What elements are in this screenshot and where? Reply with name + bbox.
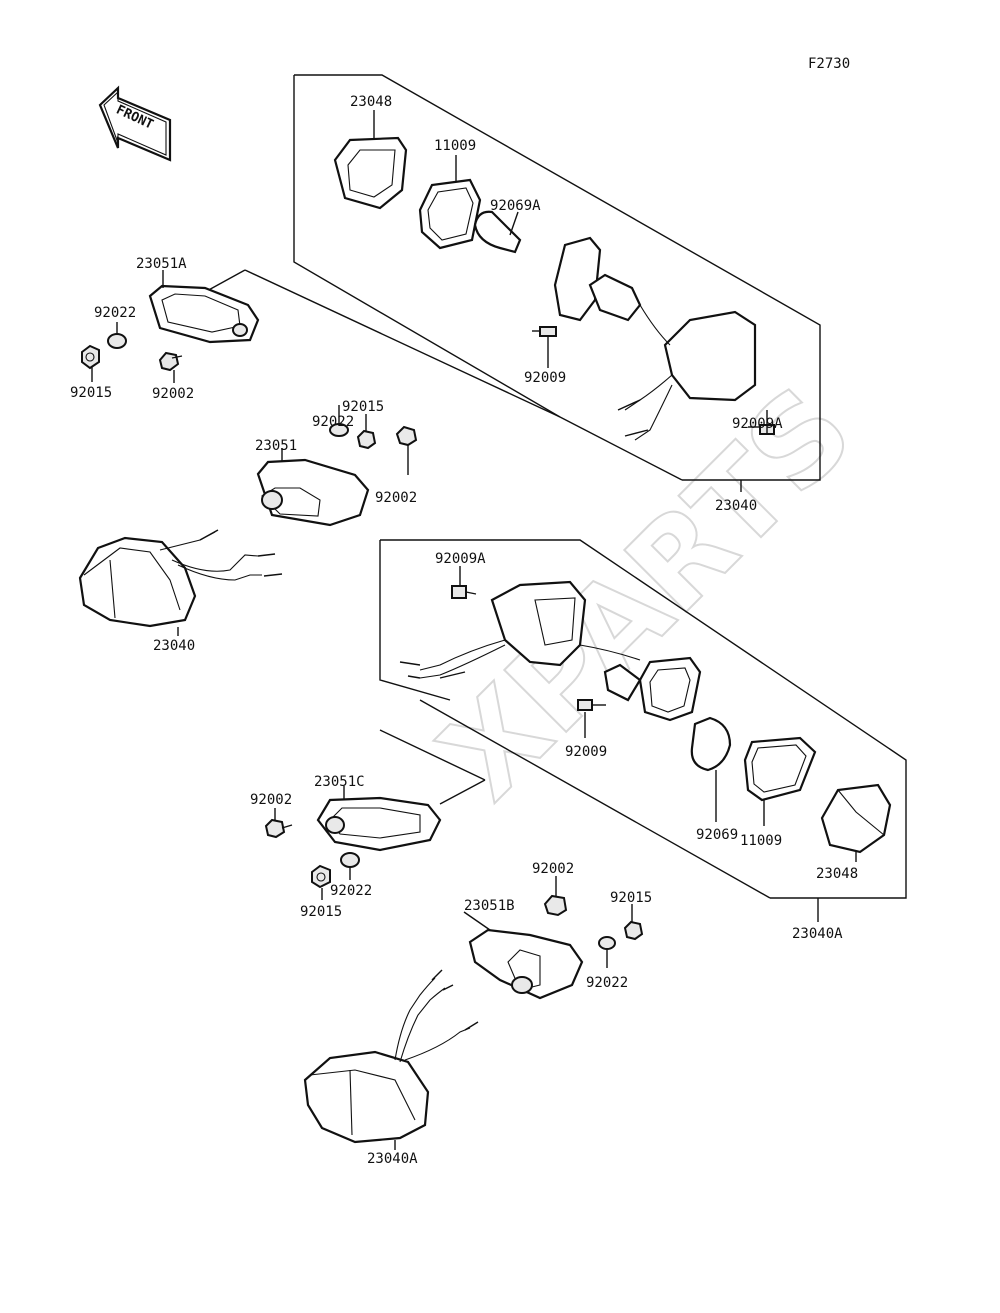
label-23040A-right: 23040A: [792, 926, 843, 942]
label-92015-bc: 92015: [610, 890, 652, 906]
screw-92009-top: [532, 326, 557, 368]
nut-92015-bc: [623, 904, 644, 941]
screw-92009-mid: [577, 699, 606, 738]
label-23051C: 23051C: [314, 774, 365, 790]
label-92022-mid: 92022: [312, 414, 354, 430]
nut-92015-lc: [311, 864, 331, 900]
label-92009A-top: 92009A: [732, 416, 783, 432]
label-11009-top: 11009: [434, 138, 476, 154]
bulb-92069: [690, 716, 732, 822]
bolt-92002-lc: [264, 808, 293, 839]
label-92009-top: 92009: [524, 370, 566, 386]
label-23048-bottom: 23048: [816, 866, 858, 882]
figure-code: F2730: [808, 56, 850, 72]
label-92015-lc: 92015: [300, 904, 342, 920]
label-92069A: 92069A: [490, 198, 541, 214]
label-92069: 92069: [696, 827, 738, 843]
nut-92015-mid: [356, 414, 377, 450]
label-23048-top: 23048: [350, 94, 392, 110]
front-arrow-icon: FRONT: [98, 85, 172, 162]
label-23040-left: 23040: [153, 638, 195, 654]
assembly-box-23040A: [379, 539, 907, 922]
plate-23051: [256, 448, 370, 527]
label-23051B: 23051B: [464, 898, 515, 914]
label-23040-top: 23040: [715, 498, 757, 514]
label-92022-lc: 92022: [330, 883, 372, 899]
lens-23048-bottom: [820, 783, 892, 862]
label-92022-bc: 92022: [586, 975, 628, 991]
bolt-92002-mid: [395, 425, 418, 475]
label-92015-left: 92015: [70, 385, 112, 401]
plate-23051A: [148, 269, 561, 418]
washer-92022-bc: [598, 936, 616, 968]
label-92002-lc: 92002: [250, 792, 292, 808]
nut-92015-left: [81, 344, 100, 382]
assembly-box-23040: [293, 74, 821, 492]
signal-23040-left: [78, 529, 283, 636]
label-92002-mid: 92002: [375, 490, 417, 506]
bulb-92069A: [473, 210, 522, 254]
gasket-11009-bottom: [743, 736, 817, 826]
plate-23051B: [463, 911, 584, 1000]
label-92002-left: 92002: [152, 386, 194, 402]
label-92002-bc: 92002: [532, 861, 574, 877]
washer-92022-left: [107, 322, 127, 349]
label-23051A: 23051A: [136, 256, 187, 272]
bolt-92002-left: [158, 351, 183, 383]
label-11009-bottom: 11009: [740, 833, 782, 849]
washer-92022-mid: [329, 405, 349, 437]
signal-housing-bottom: [399, 580, 702, 722]
signal-23040A-bottom: [303, 969, 479, 1150]
bolt-92002-bc: [543, 876, 568, 917]
screw-92009A-mid: [451, 566, 477, 599]
lens-23048-top: [333, 110, 408, 210]
signal-housing-top: [553, 236, 757, 441]
gasket-11009-top: [418, 155, 482, 250]
label-92009-mid: 92009: [565, 744, 607, 760]
screw-92009A-top: [748, 410, 775, 435]
part-labels: 23048 11009 92069A 23051A 92022 92015 92…: [70, 94, 858, 1167]
label-92015-mid: 92015: [342, 399, 384, 415]
plate-23051C: [316, 729, 486, 852]
label-92022-left: 92022: [94, 305, 136, 321]
label-23040A-bottom: 23040A: [367, 1151, 418, 1167]
label-23051: 23051: [255, 438, 297, 454]
label-92009A-mid: 92009A: [435, 551, 486, 567]
washer-92022-lc: [340, 852, 360, 880]
